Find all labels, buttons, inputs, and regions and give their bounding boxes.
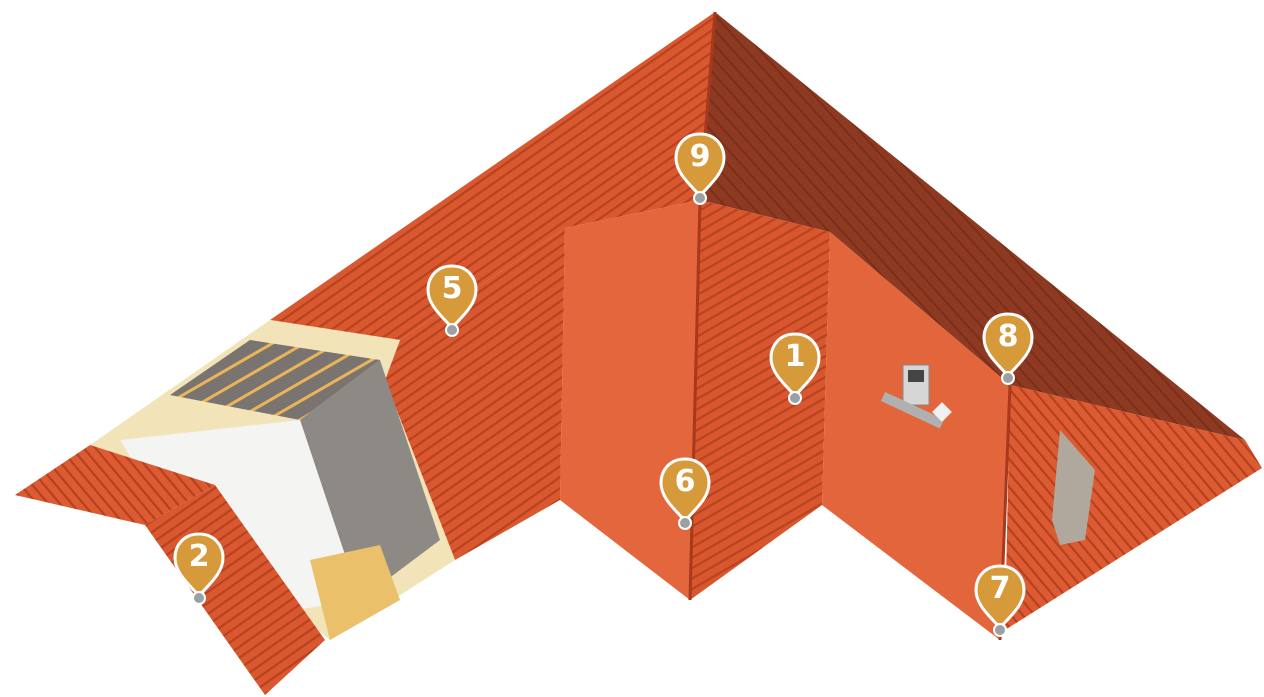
roof-dormer-top [15,445,215,525]
map-pin-icon [974,564,1026,637]
map-pin-icon [769,332,821,405]
roof-plane-center-left [560,200,700,600]
chimney-opening [908,370,924,382]
marker-pin[interactable]: 2 [171,530,227,610]
roof-plane-left-dormer [385,228,565,560]
map-pin-icon [982,312,1034,385]
roof-slope-main-right [700,12,1245,440]
roof-timber [310,545,400,640]
marker-pin[interactable]: 6 [657,455,713,535]
marker-label: 8 [997,319,1019,354]
roof-plane-center-right [690,200,830,600]
marker-label: 9 [689,139,711,174]
map-pin-icon [173,532,225,605]
roof-vent [932,402,952,422]
roof-slope-right-hip [1005,385,1262,630]
marker-pin[interactable]: 1 [767,330,823,410]
marker-label: 5 [441,271,463,306]
roof-membrane [300,360,440,600]
roof-plane-right [822,232,1010,640]
map-pin-icon [674,132,726,205]
marker-pin[interactable]: 5 [424,262,480,342]
marker-label: 7 [989,571,1011,606]
roof-slope-main-left [270,12,715,340]
marker-pin[interactable]: 9 [672,130,728,210]
marker-pin[interactable]: 8 [980,310,1036,390]
marker-label: 6 [674,464,696,499]
roof-window [1052,430,1095,545]
marker-label: 1 [784,339,806,374]
marker-label: 2 [188,539,210,574]
roof-insulation [120,420,360,620]
map-pin-icon [426,264,478,337]
roof-battens [170,340,380,420]
marker-pin[interactable]: 7 [972,562,1028,642]
map-pin-icon [659,457,711,530]
chimney-flashing [880,391,945,429]
